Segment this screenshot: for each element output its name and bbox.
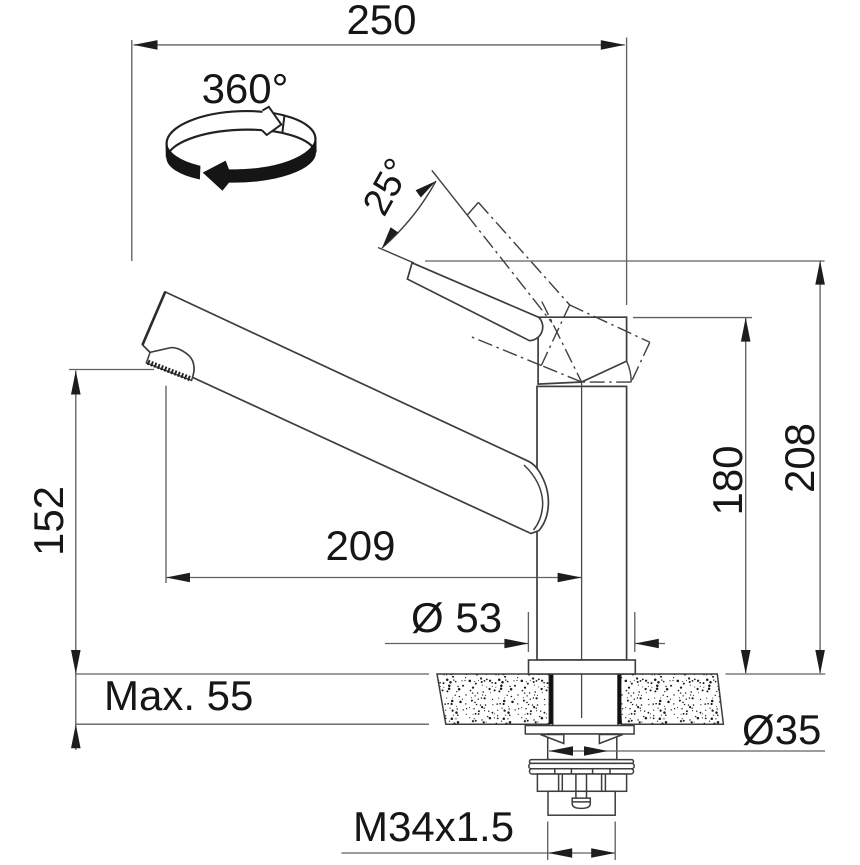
svg-text:208: 208 <box>776 423 823 493</box>
svg-text:209: 209 <box>325 522 395 569</box>
svg-text:250: 250 <box>346 0 416 43</box>
svg-text:M34x1.5: M34x1.5 <box>353 803 514 850</box>
svg-text:Max. 55: Max. 55 <box>104 672 253 719</box>
svg-text:180: 180 <box>704 445 751 515</box>
svg-text:360°: 360° <box>202 65 289 112</box>
svg-text:Ø35: Ø35 <box>742 706 821 753</box>
svg-text:Ø 53: Ø 53 <box>411 594 502 641</box>
svg-text:152: 152 <box>25 486 72 556</box>
